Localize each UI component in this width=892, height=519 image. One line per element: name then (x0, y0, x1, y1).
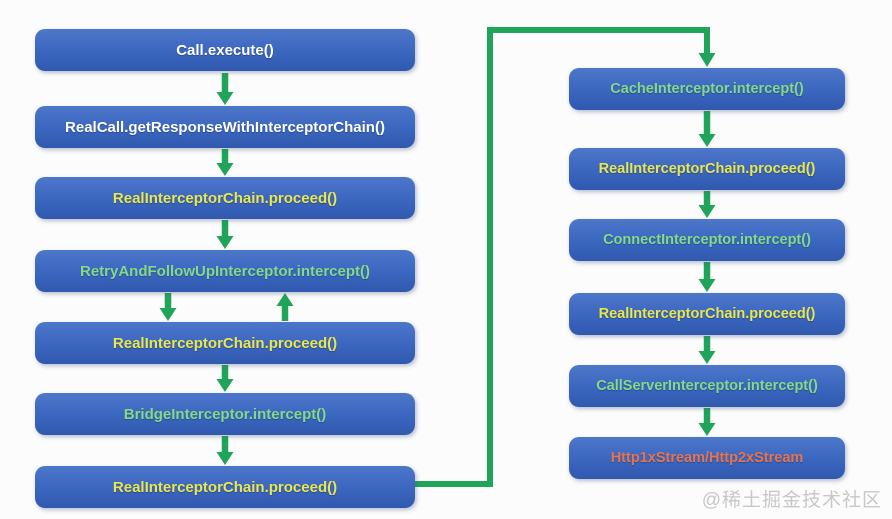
node-cacheinterceptor-intercept: CacheInterceptor.intercept() (569, 68, 845, 110)
node-realinterceptorchain-proceed-3: RealInterceptorChain.proceed() (35, 466, 415, 508)
node-http1xstream-http2xstream: Http1xStream/Http2xStream (569, 437, 845, 479)
flow-arrow-down-3 (216, 220, 234, 249)
watermark-text: @稀土掘金技术社区 (701, 490, 882, 511)
flow-arrow-down-2 (216, 149, 234, 176)
node-retryandfollowupinterceptor-intercept: RetryAndFollowUpInterceptor.intercept() (35, 250, 415, 292)
flow-arrow-up-return (276, 293, 294, 321)
node-realinterceptorchain-proceed-1: RealInterceptorChain.proceed() (35, 177, 415, 219)
node-realcall-getresponsewithinterceptorchain: RealCall.getResponseWithInterceptorChain… (35, 106, 415, 148)
flow-arrow-down-7 (698, 111, 716, 147)
flow-arrow-down-1 (216, 73, 234, 105)
flow-arrow-down-11 (698, 408, 716, 436)
node-realinterceptorchain-proceed-5: RealInterceptorChain.proceed() (569, 293, 845, 335)
node-realinterceptorchain-proceed-4: RealInterceptorChain.proceed() (569, 148, 845, 190)
node-call-execute: Call.execute() (35, 29, 415, 71)
column-connector-arrow (415, 27, 716, 487)
flow-arrow-down-10 (698, 336, 716, 364)
node-bridgeinterceptor-intercept: BridgeInterceptor.intercept() (35, 393, 415, 435)
flow-arrow-down-6 (216, 436, 234, 465)
node-realinterceptorchain-proceed-2: RealInterceptorChain.proceed() (35, 322, 415, 364)
flow-arrow-down-4 (159, 293, 177, 321)
flow-arrow-down-9 (698, 262, 716, 292)
flow-arrow-down-5 (216, 365, 234, 392)
flow-arrow-down-8 (698, 191, 716, 218)
node-connectinterceptor-intercept: ConnectInterceptor.intercept() (569, 219, 845, 261)
node-callserverinterceptor-intercept: CallServerInterceptor.intercept() (569, 365, 845, 407)
